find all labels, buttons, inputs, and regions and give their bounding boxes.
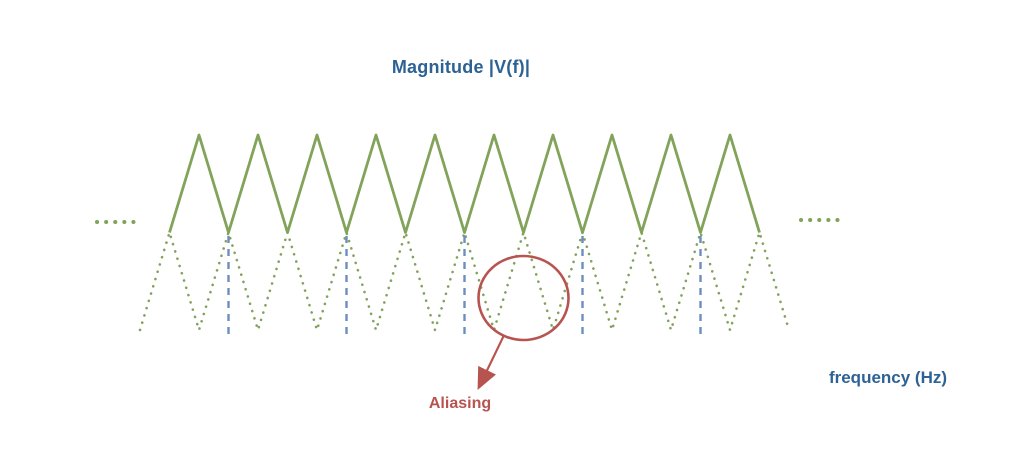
spectrum-solid-line: [168, 133, 761, 234]
spectrum-group: [95, 133, 847, 332]
frequency-axis-label: frequency (Hz): [828, 368, 948, 387]
spectrum-aliased-tails: [138, 231, 791, 332]
aliasing-arrow: [477, 335, 505, 390]
aliasing-highlight-group: [477, 254, 570, 390]
aliasing-annotation: Aliasing: [428, 395, 492, 412]
magnitude-title: Magnitude |V(f)|: [391, 57, 531, 77]
aliasing-circle: [477, 254, 570, 342]
sampling-boundaries-group: [227, 236, 702, 336]
